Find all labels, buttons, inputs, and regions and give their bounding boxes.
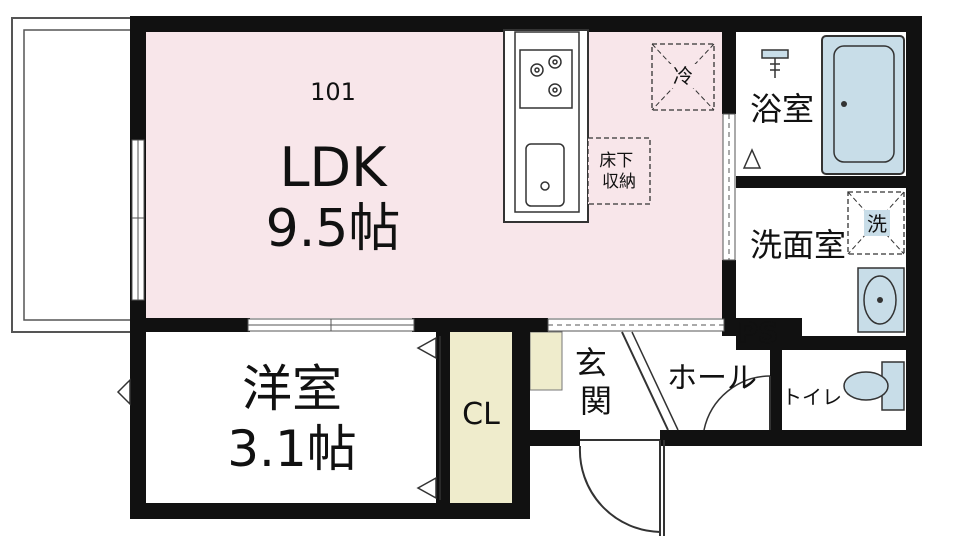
hall-label: ホール	[667, 361, 757, 396]
western-room-size: 3.1帖	[227, 420, 357, 478]
sink-icon	[525, 143, 565, 207]
washer-space-icon	[847, 191, 905, 255]
ldk-room-name: LDK	[279, 136, 388, 199]
western-room-floor	[146, 332, 436, 503]
toilet-bowl-icon	[843, 361, 905, 411]
ldk-balcony-window	[131, 139, 145, 301]
western-window-mark	[116, 378, 131, 406]
entrance-label: 玄 関	[575, 344, 617, 420]
toilet-label: トイレ	[782, 385, 842, 409]
washer-label: 洗	[867, 212, 887, 236]
ldk-room-size: 9.5帖	[266, 199, 401, 259]
closet-label: CL	[462, 397, 500, 432]
entrance-line1: 玄	[575, 344, 607, 382]
kitchen-counter	[503, 29, 589, 223]
ldk-hall-opening	[547, 318, 725, 332]
underfloor-storage	[587, 137, 651, 205]
unit-number: 101	[310, 78, 356, 106]
bathtub-icon	[821, 35, 905, 175]
hall-entrance-divider	[621, 331, 669, 431]
western-room-name: 洋室	[242, 360, 342, 418]
fridge-label: 冷	[673, 64, 693, 88]
pipe-space-label: PS	[738, 316, 779, 349]
entrance-line2: 関	[580, 382, 612, 420]
closet-doors	[416, 336, 441, 500]
bath-door-arc	[742, 148, 762, 169]
underfloor-storage-line2: 収納	[602, 172, 636, 192]
underfloor-storage-label: 床下 収納	[599, 151, 638, 192]
underfloor-storage-line1: 床下	[599, 151, 633, 171]
entrance-step	[529, 331, 563, 391]
washbasin-icon	[857, 267, 905, 333]
ldk-sliding-door	[247, 318, 415, 332]
bath-label: 浴室	[750, 90, 814, 128]
hall-door-arc	[703, 375, 771, 431]
shower-faucet-icon	[761, 49, 789, 78]
fridge-space-icon	[651, 43, 715, 111]
stove-icon	[519, 49, 573, 109]
hall-entrance-divider-2	[631, 331, 679, 431]
washroom-label: 洗面室	[750, 226, 846, 264]
closet-floor	[450, 332, 512, 504]
entry-door	[578, 439, 665, 536]
ldk-to-bath-opening	[722, 113, 736, 261]
balcony	[11, 17, 135, 333]
